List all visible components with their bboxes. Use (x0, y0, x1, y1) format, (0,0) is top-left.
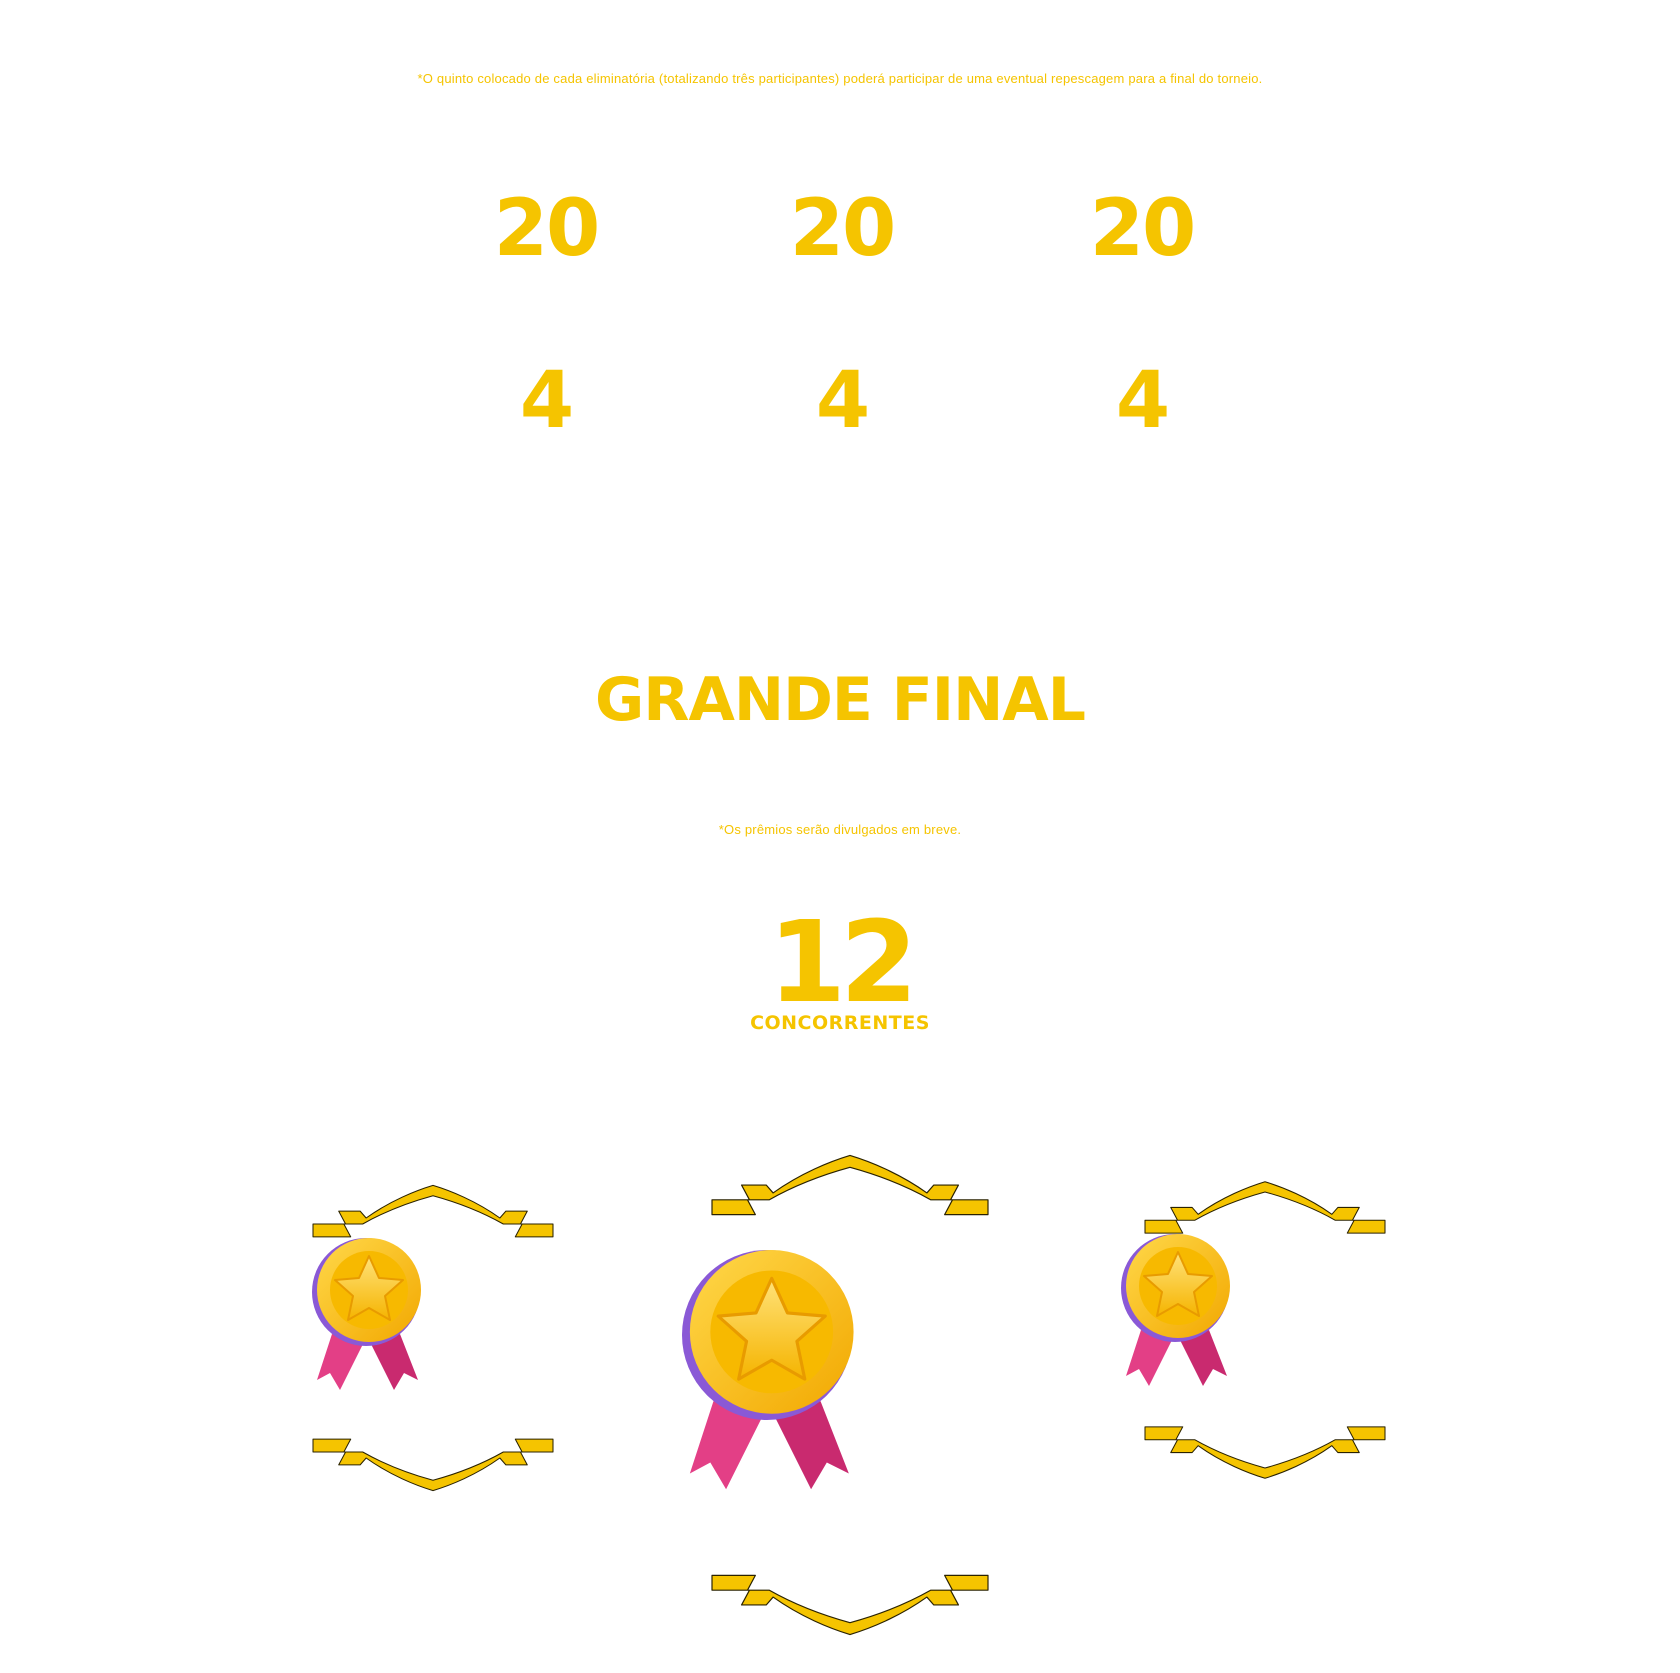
prizes-note: *Os prêmios serão divulgados em breve. (718, 822, 962, 837)
heat-1-qualified: 4 (519, 356, 574, 446)
heat-1-participants: 20 (493, 184, 601, 274)
heat-3-qualified: 4 (1115, 356, 1170, 446)
heat-2-qualified: 4 (815, 356, 870, 446)
final-title: GRANDE FINAL (595, 665, 1086, 735)
repechage-note: *O quinto colocado de cada eliminatória … (417, 71, 1263, 86)
finalists-count: 12 (768, 898, 918, 1028)
heat-2-participants: 20 (789, 184, 897, 274)
finalists-label: CONCORRENTES (750, 1012, 930, 1034)
heat-3-participants: 20 (1089, 184, 1197, 274)
medal-icon (311, 1237, 422, 1393)
medal-icon (1120, 1233, 1231, 1389)
medal-icon (680, 1248, 856, 1494)
